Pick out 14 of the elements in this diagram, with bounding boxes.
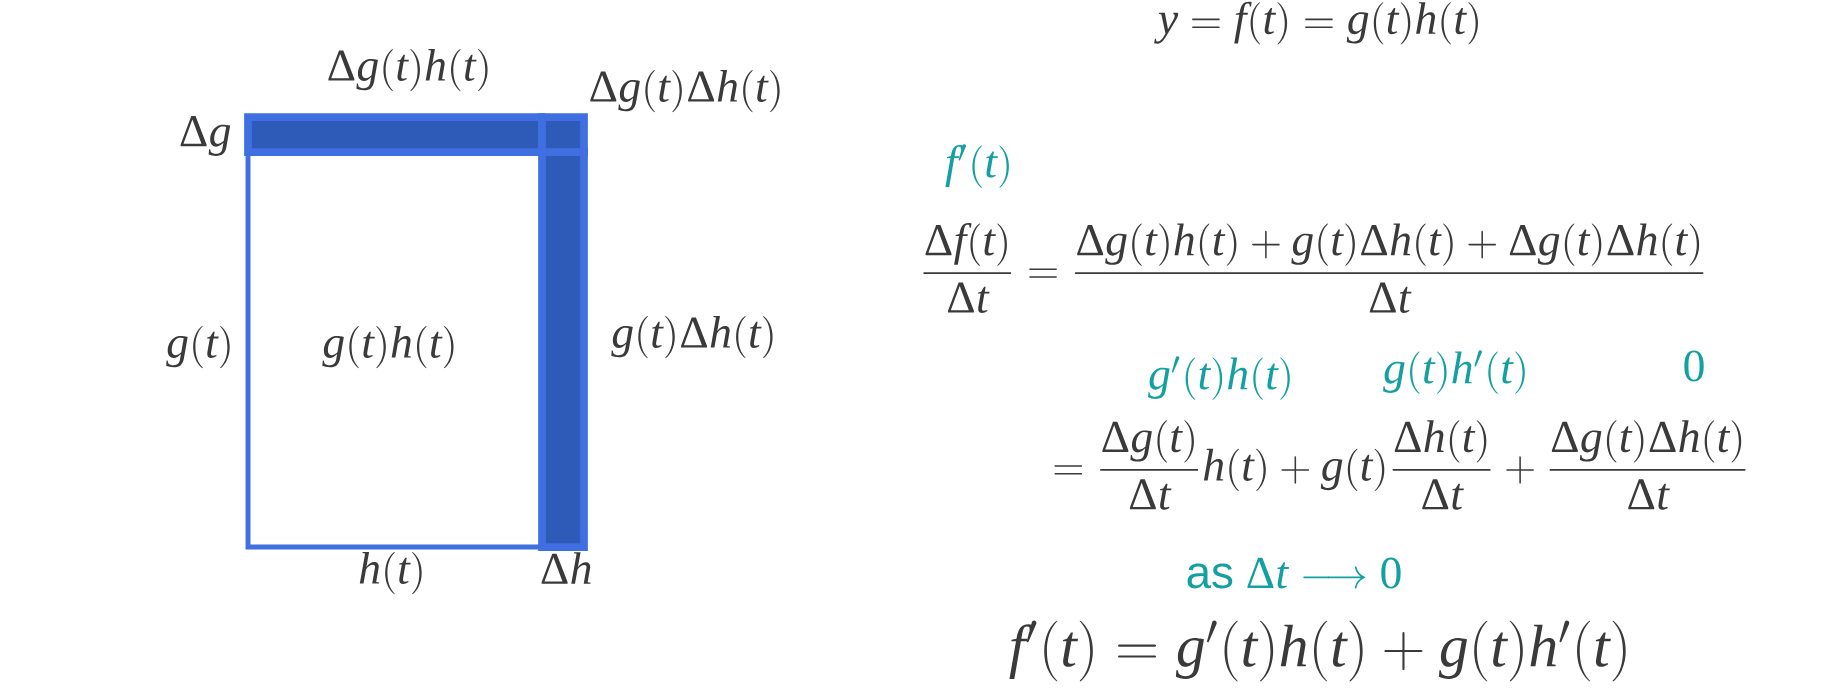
annotation: $f'(t)$ <box>945 144 1009 188</box>
equation: $f'(t) = g'(t)h(t) + g(t)h'(t)$ <box>1009 620 1626 682</box>
equation: $= \frac{\Delta g(t)}{\Delta t}h(t) + g(t)\frac{\Delta h(t)}{\Delta t} + \frac{\Delta g(t)\Delta h(t)}{\Delta t}$ <box>1054 420 1746 510</box>
area-label: $g(t)\Delta h(t)$ <box>611 315 773 359</box>
annotation: $0$ <box>1684 350 1704 382</box>
area-label: $\Delta g(t)\Delta h(t)$ <box>590 69 780 113</box>
equation: $\frac{\Delta f(t)}{\Delta t} = \frac{\Delta g(t)h(t) + g(t)\Delta h(t) + \Delta g(t)\Delta h(t)}{\Delta t}$ <box>923 222 1704 314</box>
dimension-label: $\Delta g$ <box>180 116 231 156</box>
annotation: $g(t)h'(t)$ <box>1383 350 1525 394</box>
annotation: $\textsf{as}\ \Delta t \longrightarrow 0$ <box>1187 557 1401 589</box>
area-label: $\Delta g(t)h(t)$ <box>328 48 488 92</box>
annotation: $g'(t)h(t)$ <box>1148 356 1290 400</box>
dimension-label: $\Delta h$ <box>541 552 591 584</box>
equation: $y = f(t) = g(t)h(t)$ <box>1154 1 1478 45</box>
